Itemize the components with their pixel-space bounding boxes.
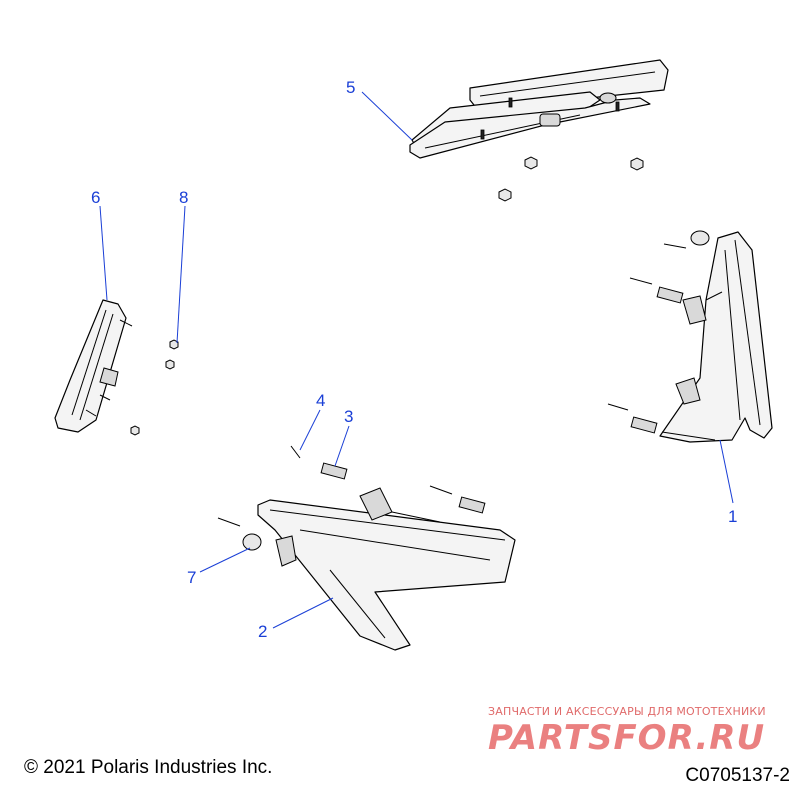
part-5-top-light <box>409 59 669 202</box>
callout-4: 4 <box>316 391 325 410</box>
leader-4 <box>299 409 321 451</box>
leader-7 <box>199 547 251 573</box>
part-6-left-light <box>54 299 179 436</box>
callout-5: 5 <box>346 78 355 97</box>
copyright-text: © 2021 Polaris Industries Inc. <box>24 757 273 778</box>
drawing-id: C0705137-2 <box>685 765 790 786</box>
callout-6: 6 <box>91 188 100 207</box>
callout-1: 1 <box>728 507 737 526</box>
leader-8 <box>176 205 186 344</box>
leader-5 <box>361 91 413 141</box>
leader-2 <box>272 597 334 629</box>
callout-2: 2 <box>258 622 267 641</box>
leader-3 <box>334 425 350 467</box>
leader-1 <box>719 439 734 504</box>
part-2-bottom-light <box>217 445 516 651</box>
callout-7: 7 <box>187 568 196 587</box>
watermark-logo: PARTSFOR.RU <box>488 718 766 758</box>
watermark-tagline: ЗАПЧАСТИ И АКСЕССУАРЫ ДЛЯ МОТОТЕХНИКИ <box>488 705 766 718</box>
leader-6 <box>99 205 108 301</box>
callout-3: 3 <box>344 407 353 426</box>
part-1-right-light <box>607 230 773 443</box>
callout-8: 8 <box>179 188 188 207</box>
